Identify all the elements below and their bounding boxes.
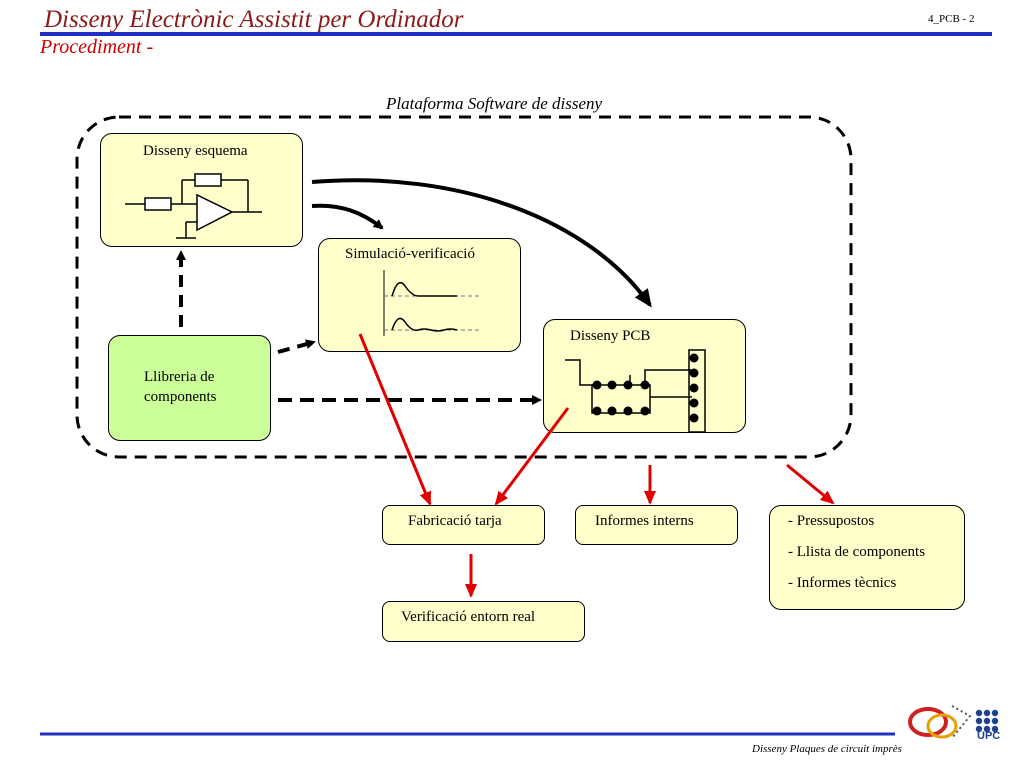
schematic-label: Disseny esquema xyxy=(143,143,248,159)
upc-logo-text: UPC xyxy=(977,730,1001,742)
pcb-pads xyxy=(592,353,699,423)
library-label-line1: Llibreria de xyxy=(144,369,215,385)
arrow-pcb-to-fabrication xyxy=(494,407,570,506)
budget-box xyxy=(769,505,965,610)
waveform-icon xyxy=(383,270,482,336)
budget-item-components-list: - Llista de components xyxy=(788,544,926,560)
arrow-library-to-simulation xyxy=(277,339,316,354)
opamp-circuit-icon xyxy=(125,173,262,239)
page-subtitle: Procediment - xyxy=(40,36,154,58)
internal-reports-label: Informes interns xyxy=(595,513,694,529)
upc-logo xyxy=(975,709,999,733)
library-label-line2: components xyxy=(144,389,217,405)
platform-boundary xyxy=(75,115,853,459)
library-box xyxy=(108,335,271,441)
pcb-layout-icon xyxy=(565,349,706,433)
arrow-schematic-to-simulation xyxy=(311,203,384,230)
fabrication-box xyxy=(382,505,545,545)
library-label: Llibreria de components xyxy=(144,367,217,407)
platform-label: Plataforma Software de disseny xyxy=(386,94,603,113)
verification-label: Verificació entorn real xyxy=(401,609,536,625)
budget-item-pressupostos: - Pressupostos xyxy=(788,513,875,529)
page-title: Disseny Electrònic Assistit per Ordinado… xyxy=(44,6,464,33)
pcb-label: Disseny PCB xyxy=(570,328,651,344)
verification-box xyxy=(382,601,585,642)
page-number: 4_PCB - 2 xyxy=(928,13,975,25)
arrow-pcb-to-budget xyxy=(786,463,835,505)
arrow-schematic-to-pcb xyxy=(311,178,652,308)
footer-text: Disseny Plaques de circuit imprès xyxy=(752,743,902,755)
fabrication-label: Fabricació tarja xyxy=(408,513,502,529)
internal-reports-box xyxy=(575,505,738,545)
budget-item-technical-reports: - Informes tècnics xyxy=(788,575,897,591)
simulation-label: Simulació-verificació xyxy=(345,246,475,262)
ee-emblem-icon xyxy=(908,705,972,739)
arrow-simulation-to-fabrication xyxy=(358,333,432,506)
